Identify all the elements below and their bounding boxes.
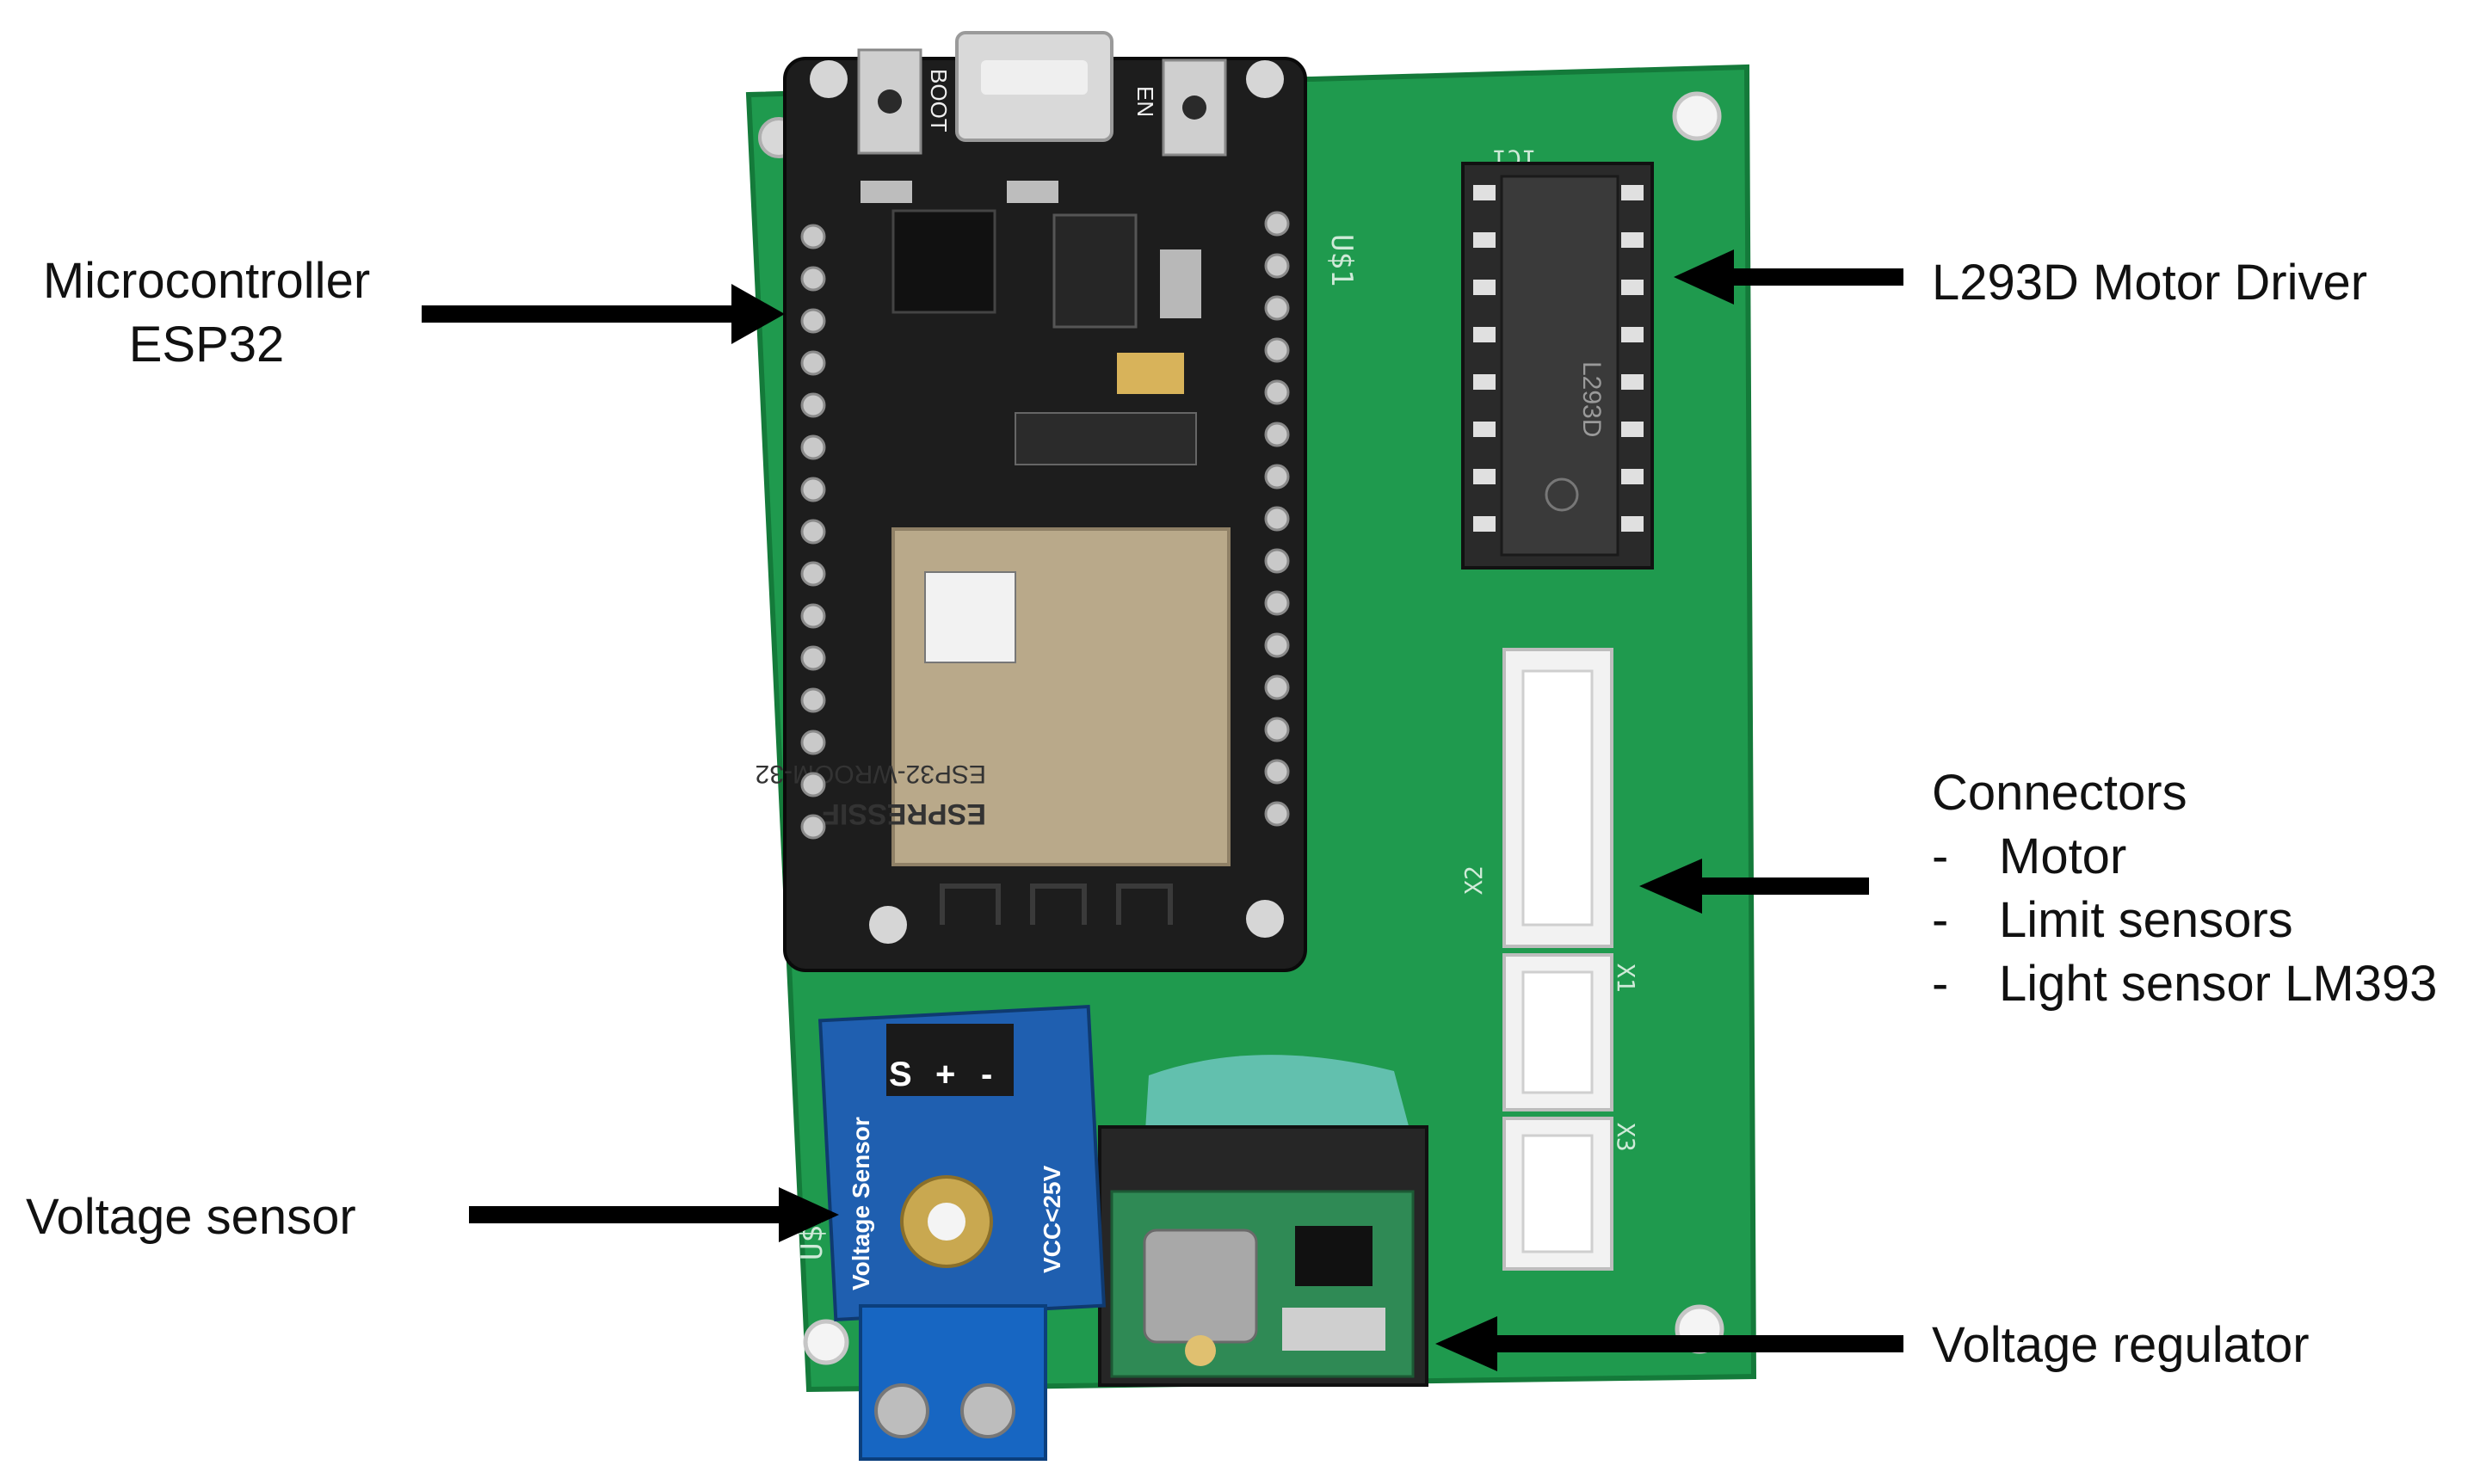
vsensor-title: Voltage Sensor bbox=[848, 1117, 874, 1290]
connector-item-bullet: - bbox=[1932, 828, 1949, 884]
connector-x2 bbox=[1502, 648, 1613, 948]
label-voltage-sensor: Voltage sensor bbox=[26, 1189, 356, 1245]
chip-marking: L293D bbox=[1577, 361, 1606, 437]
terminal-plus: + bbox=[935, 1056, 955, 1093]
connector-item-text: Motor bbox=[1999, 828, 2127, 884]
screw-terminal bbox=[859, 1304, 1047, 1461]
silk-x3: X3 bbox=[1612, 1123, 1640, 1152]
arrow-motor-driver bbox=[1674, 249, 1903, 305]
connector-item: - Limit sensors bbox=[1932, 889, 2437, 952]
right-pin-header bbox=[1264, 211, 1290, 827]
boot-button bbox=[857, 48, 922, 155]
esp-module-brand: ESPRESSIF bbox=[822, 797, 986, 830]
arrows bbox=[422, 249, 1903, 1371]
terminal-s: S bbox=[889, 1056, 912, 1093]
connector-item-bullet: - bbox=[1932, 892, 1949, 948]
arrow-microcontroller bbox=[422, 284, 785, 344]
silk-x2: X2 bbox=[1459, 865, 1488, 895]
connector-item-bullet: - bbox=[1932, 956, 1949, 1012]
vsensor-vcc: VCC<25V bbox=[1039, 1165, 1065, 1273]
voltage-sensor-module: S + - Voltage Sensor VCC<25V bbox=[818, 1004, 1106, 1461]
boot-marking: BOOT bbox=[926, 69, 952, 132]
en-marking: EN bbox=[1132, 86, 1158, 117]
arrow-voltage-regulator bbox=[1435, 1316, 1903, 1371]
voltage-regulator-module bbox=[1098, 1055, 1428, 1387]
silk-us1: U$1 bbox=[1324, 234, 1359, 286]
left-pin-header bbox=[800, 224, 826, 840]
silk-x1: X1 bbox=[1612, 964, 1640, 993]
terminal-minus: - bbox=[981, 1056, 992, 1093]
l293d-chip: L293D bbox=[1461, 162, 1654, 570]
connectors-title: Connectors bbox=[1932, 765, 2187, 821]
connector-item-text: Limit sensors bbox=[1999, 892, 2293, 948]
connector-item-text: Light sensor LM393 bbox=[1999, 956, 2438, 1012]
label-voltage-regulator: Voltage regulator bbox=[1932, 1317, 2310, 1373]
label-microcontroller-line2: ESP32 bbox=[128, 317, 285, 373]
esp32-board: BOOT EN ESPRESSIF ESP32-WROOM-32 bbox=[756, 31, 1307, 972]
label-connectors: Connectors - Motor - Limit sensors - Lig… bbox=[1932, 761, 2437, 1016]
connector-item: - Motor bbox=[1932, 825, 2437, 889]
connector-x3 bbox=[1502, 1117, 1613, 1271]
label-microcontroller: Microcontroller ESP32 bbox=[17, 249, 396, 377]
arrow-voltage-sensor bbox=[469, 1187, 839, 1242]
label-microcontroller-line1: Microcontroller bbox=[42, 253, 371, 309]
mounting-hole bbox=[803, 1319, 849, 1365]
mounting-hole bbox=[1672, 91, 1722, 141]
label-motor-driver: L293D Motor Driver bbox=[1932, 255, 2368, 311]
connector-x1 bbox=[1502, 953, 1613, 1111]
esp-module-model: ESP32-WROOM-32 bbox=[756, 760, 986, 788]
arrow-connectors bbox=[1639, 859, 1869, 914]
connector-item: - Light sensor LM393 bbox=[1932, 952, 2437, 1016]
